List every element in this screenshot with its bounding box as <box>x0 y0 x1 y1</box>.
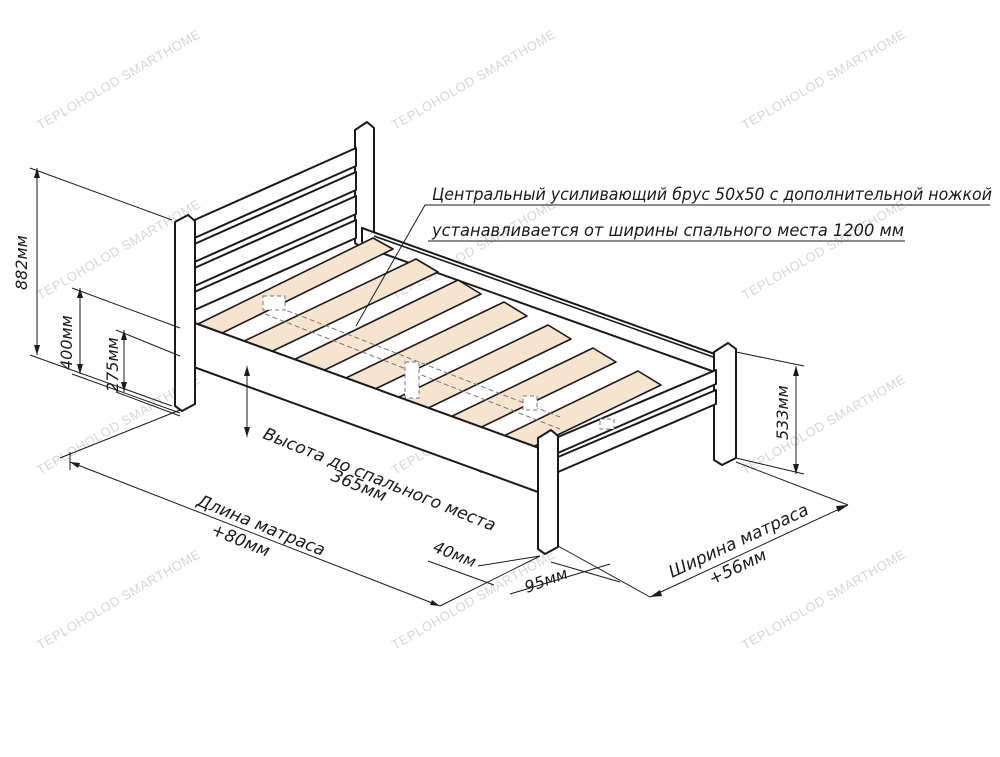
dim-total-height: 882мм <box>12 235 31 290</box>
watermark: TEPLOHOLOD SMARTHOME <box>739 371 908 477</box>
dim-offset-40: 40мм <box>431 537 479 571</box>
dim-rail-height: 400мм <box>57 315 76 370</box>
dim-foot-height: 533мм <box>773 385 792 440</box>
watermark: TEPLOHOLOD SMARTHOME <box>389 26 558 132</box>
side-rail-front-edge <box>191 321 551 453</box>
dim-leg-height: 275мм <box>103 337 122 392</box>
note-line-1: Центральный усиливающий брус 50х50 с доп… <box>432 185 992 205</box>
watermark: TEPLOHOLOD SMARTHOME <box>34 26 203 132</box>
footboard-back-post <box>713 342 737 466</box>
watermark: TEPLOHOLOD SMARTHOME <box>34 546 203 652</box>
bed <box>174 121 737 555</box>
side-rail-back-edge <box>373 235 717 359</box>
headboard-front-post <box>174 214 196 412</box>
footboard-front-post <box>537 429 559 555</box>
watermark: TEPLOHOLOD SMARTHOME <box>739 26 908 132</box>
note-line-2: устанавливается от ширины спального мест… <box>431 221 904 241</box>
note-callout: Центральный усиливающий брус 50х50 с доп… <box>355 185 992 327</box>
watermark: TEPLOHOLOD SMARTHOME <box>739 196 908 302</box>
note-leader <box>355 204 990 327</box>
